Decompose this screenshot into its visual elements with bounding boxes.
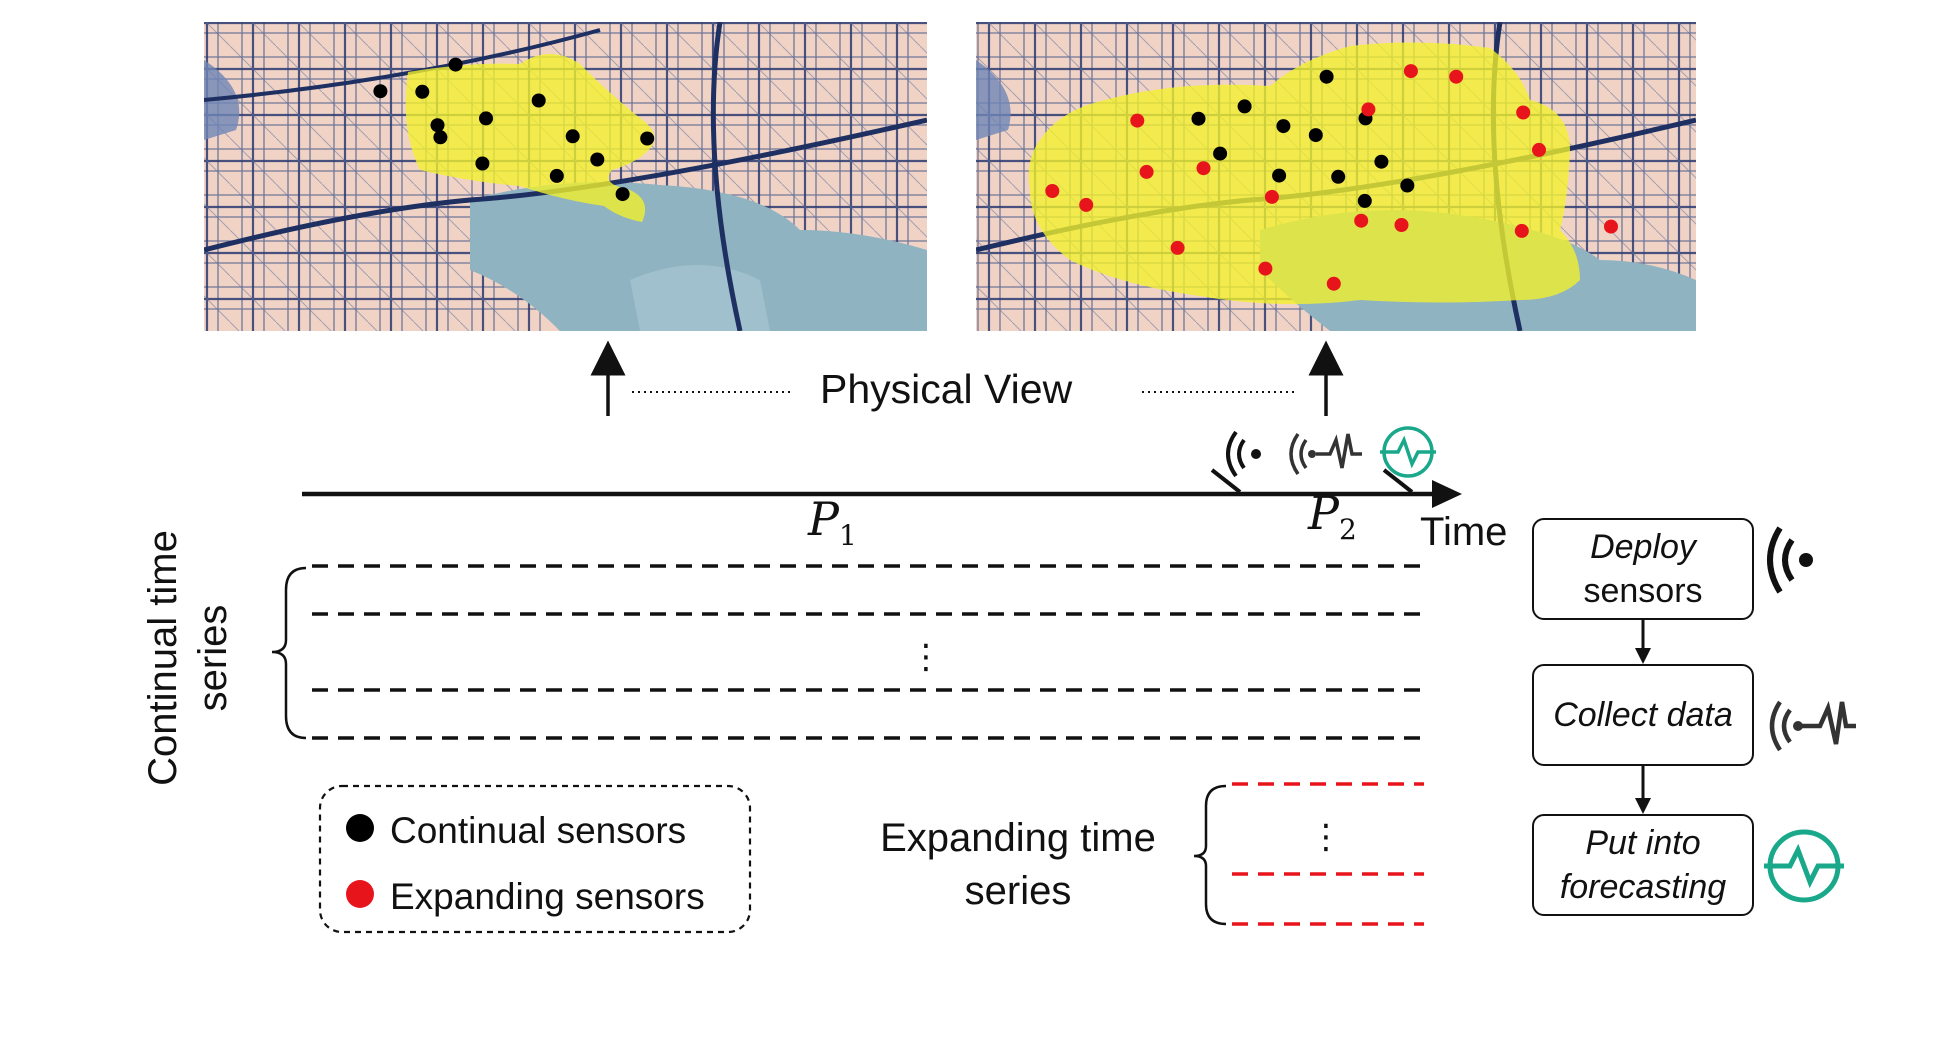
coverage-area <box>1028 42 1580 305</box>
sensor-broadcast-icon <box>1226 430 1261 478</box>
continual-series-brace <box>271 566 307 740</box>
legend-expanding-label: Expanding sensors <box>390 876 705 917</box>
continual-series-ellipsis: ⋮ <box>909 637 943 677</box>
expanding-sensor-dot <box>1604 219 1618 234</box>
step-deploy-line1: Deploy <box>1590 528 1696 566</box>
period-boundary-tick-1 <box>1210 468 1242 494</box>
expanding-sensor-dot <box>1196 161 1211 176</box>
expanding-sensor-dot <box>1079 197 1094 212</box>
step-put-into-forecasting: Put into forecasting <box>1532 814 1754 916</box>
legend-continual-dot <box>346 814 374 842</box>
continual-sensor-dot <box>1276 119 1291 134</box>
period-1-label: P1 <box>808 492 857 552</box>
expanding-sensor-dot <box>1514 223 1529 238</box>
continual-series-label: Continual time series <box>141 530 235 786</box>
step-collect-data: Collect data <box>1532 664 1754 766</box>
period-boundary-tick-2 <box>1382 468 1414 494</box>
time-axis-arrowhead <box>1432 480 1462 508</box>
period-2-map <box>976 22 1696 331</box>
map-highway <box>204 117 927 253</box>
continual-sensor-dot <box>1374 154 1389 169</box>
period-2-label: P2 <box>1308 486 1357 546</box>
forecast-pulse-icon <box>1380 426 1436 478</box>
expanding-sensor-dot <box>1139 164 1154 179</box>
continual-sensor-dot <box>615 187 630 202</box>
continual-sensor-dot <box>1272 168 1287 183</box>
continual-sensor-dot <box>475 156 490 171</box>
continual-sensor-dot <box>448 57 463 72</box>
step-forecast-line1: Put into <box>1585 824 1701 862</box>
expanding-sensor-dot <box>1354 213 1369 228</box>
continual-sensor-dot <box>415 84 430 99</box>
flow-arrowhead-2 <box>1635 798 1651 814</box>
expanding-sensor-dot <box>1403 64 1418 79</box>
step-forecast-line2: forecasting <box>1559 868 1727 906</box>
period-2-subscript: 2 <box>1338 513 1357 547</box>
step-deploy-line2: sensors <box>1583 572 1703 610</box>
continual-sensor-dot <box>1400 178 1415 193</box>
continual-sensor-dot <box>479 111 493 126</box>
map-highway <box>710 22 743 331</box>
expanding-sensor-dot <box>1258 261 1273 276</box>
expanding-sensor-dot <box>1045 184 1060 198</box>
continual-sensor-dot <box>565 129 580 144</box>
continual-sensor-dot <box>1213 146 1228 161</box>
physical-view-label: Physical View <box>820 366 1073 412</box>
continual-sensor-dot <box>430 118 445 133</box>
continual-sensor-dot <box>1237 99 1252 114</box>
legend-continual-label: Continual sensors <box>390 810 687 851</box>
period-1-subscript: 1 <box>838 519 857 553</box>
continual-sensor-dot <box>1319 69 1334 84</box>
expanding-sensor-dot <box>1516 105 1531 120</box>
time-axis-label: Time <box>1420 510 1508 554</box>
expanding-series-ellipsis: ⋮ <box>1309 817 1343 857</box>
step-collect-text: Collect data <box>1553 693 1733 737</box>
map-water <box>470 182 927 331</box>
step-forecast-text: Put into forecasting <box>1560 821 1726 909</box>
expanding-sensor-dot <box>1130 113 1145 128</box>
period-1-map <box>204 22 927 331</box>
signal-waveform-icon <box>1289 432 1362 476</box>
expanding-series-lines <box>1232 782 1424 926</box>
continual-sensor-dot <box>1331 169 1346 184</box>
period-2-name: P <box>1308 486 1339 540</box>
legend-box <box>318 784 752 934</box>
continual-series-lines <box>312 564 1424 740</box>
continual-sensor-dot <box>373 84 388 99</box>
expanding-sensor-dot <box>1326 276 1341 291</box>
expanding-sensor-dot <box>1170 240 1185 255</box>
step-collect-line1: Collect data <box>1553 696 1733 734</box>
step-deploy-text: Deploy sensors <box>1583 525 1702 613</box>
continual-sensor-dot <box>590 152 605 167</box>
sensor-broadcast-icon <box>1767 526 1813 594</box>
sensor-layer <box>1045 64 1618 291</box>
continual-sensor-dot <box>1191 111 1206 126</box>
continual-sensor-dot <box>531 93 546 108</box>
expanding-sensor-dot <box>1449 69 1464 84</box>
expanding-sensor-dot <box>1361 102 1376 117</box>
sensor-layer <box>373 57 655 202</box>
continual-sensor-dot <box>1308 128 1323 143</box>
map-water <box>976 60 1011 140</box>
signal-waveform-icon <box>1769 700 1856 752</box>
legend-expanding-dot <box>346 880 374 908</box>
expanding-sensor-dot <box>1394 218 1409 232</box>
expanding-series-brace <box>1193 784 1227 926</box>
period-1-name: P <box>808 492 839 546</box>
expanding-sensor-dot <box>1264 189 1279 204</box>
coverage-area <box>405 54 655 222</box>
expanding-sensor-dot <box>1532 142 1546 157</box>
expanding-series-label: Expanding time series <box>880 816 1156 913</box>
flow-arrowhead-1 <box>1635 648 1651 664</box>
continual-sensor-dot <box>640 131 655 146</box>
continual-sensor-dot <box>549 168 564 183</box>
continual-sensor-dot <box>1357 193 1372 208</box>
step-deploy-sensors: Deploy sensors <box>1532 518 1754 620</box>
continual-sensor-dot <box>433 130 448 145</box>
forecast-pulse-icon <box>1764 829 1844 903</box>
